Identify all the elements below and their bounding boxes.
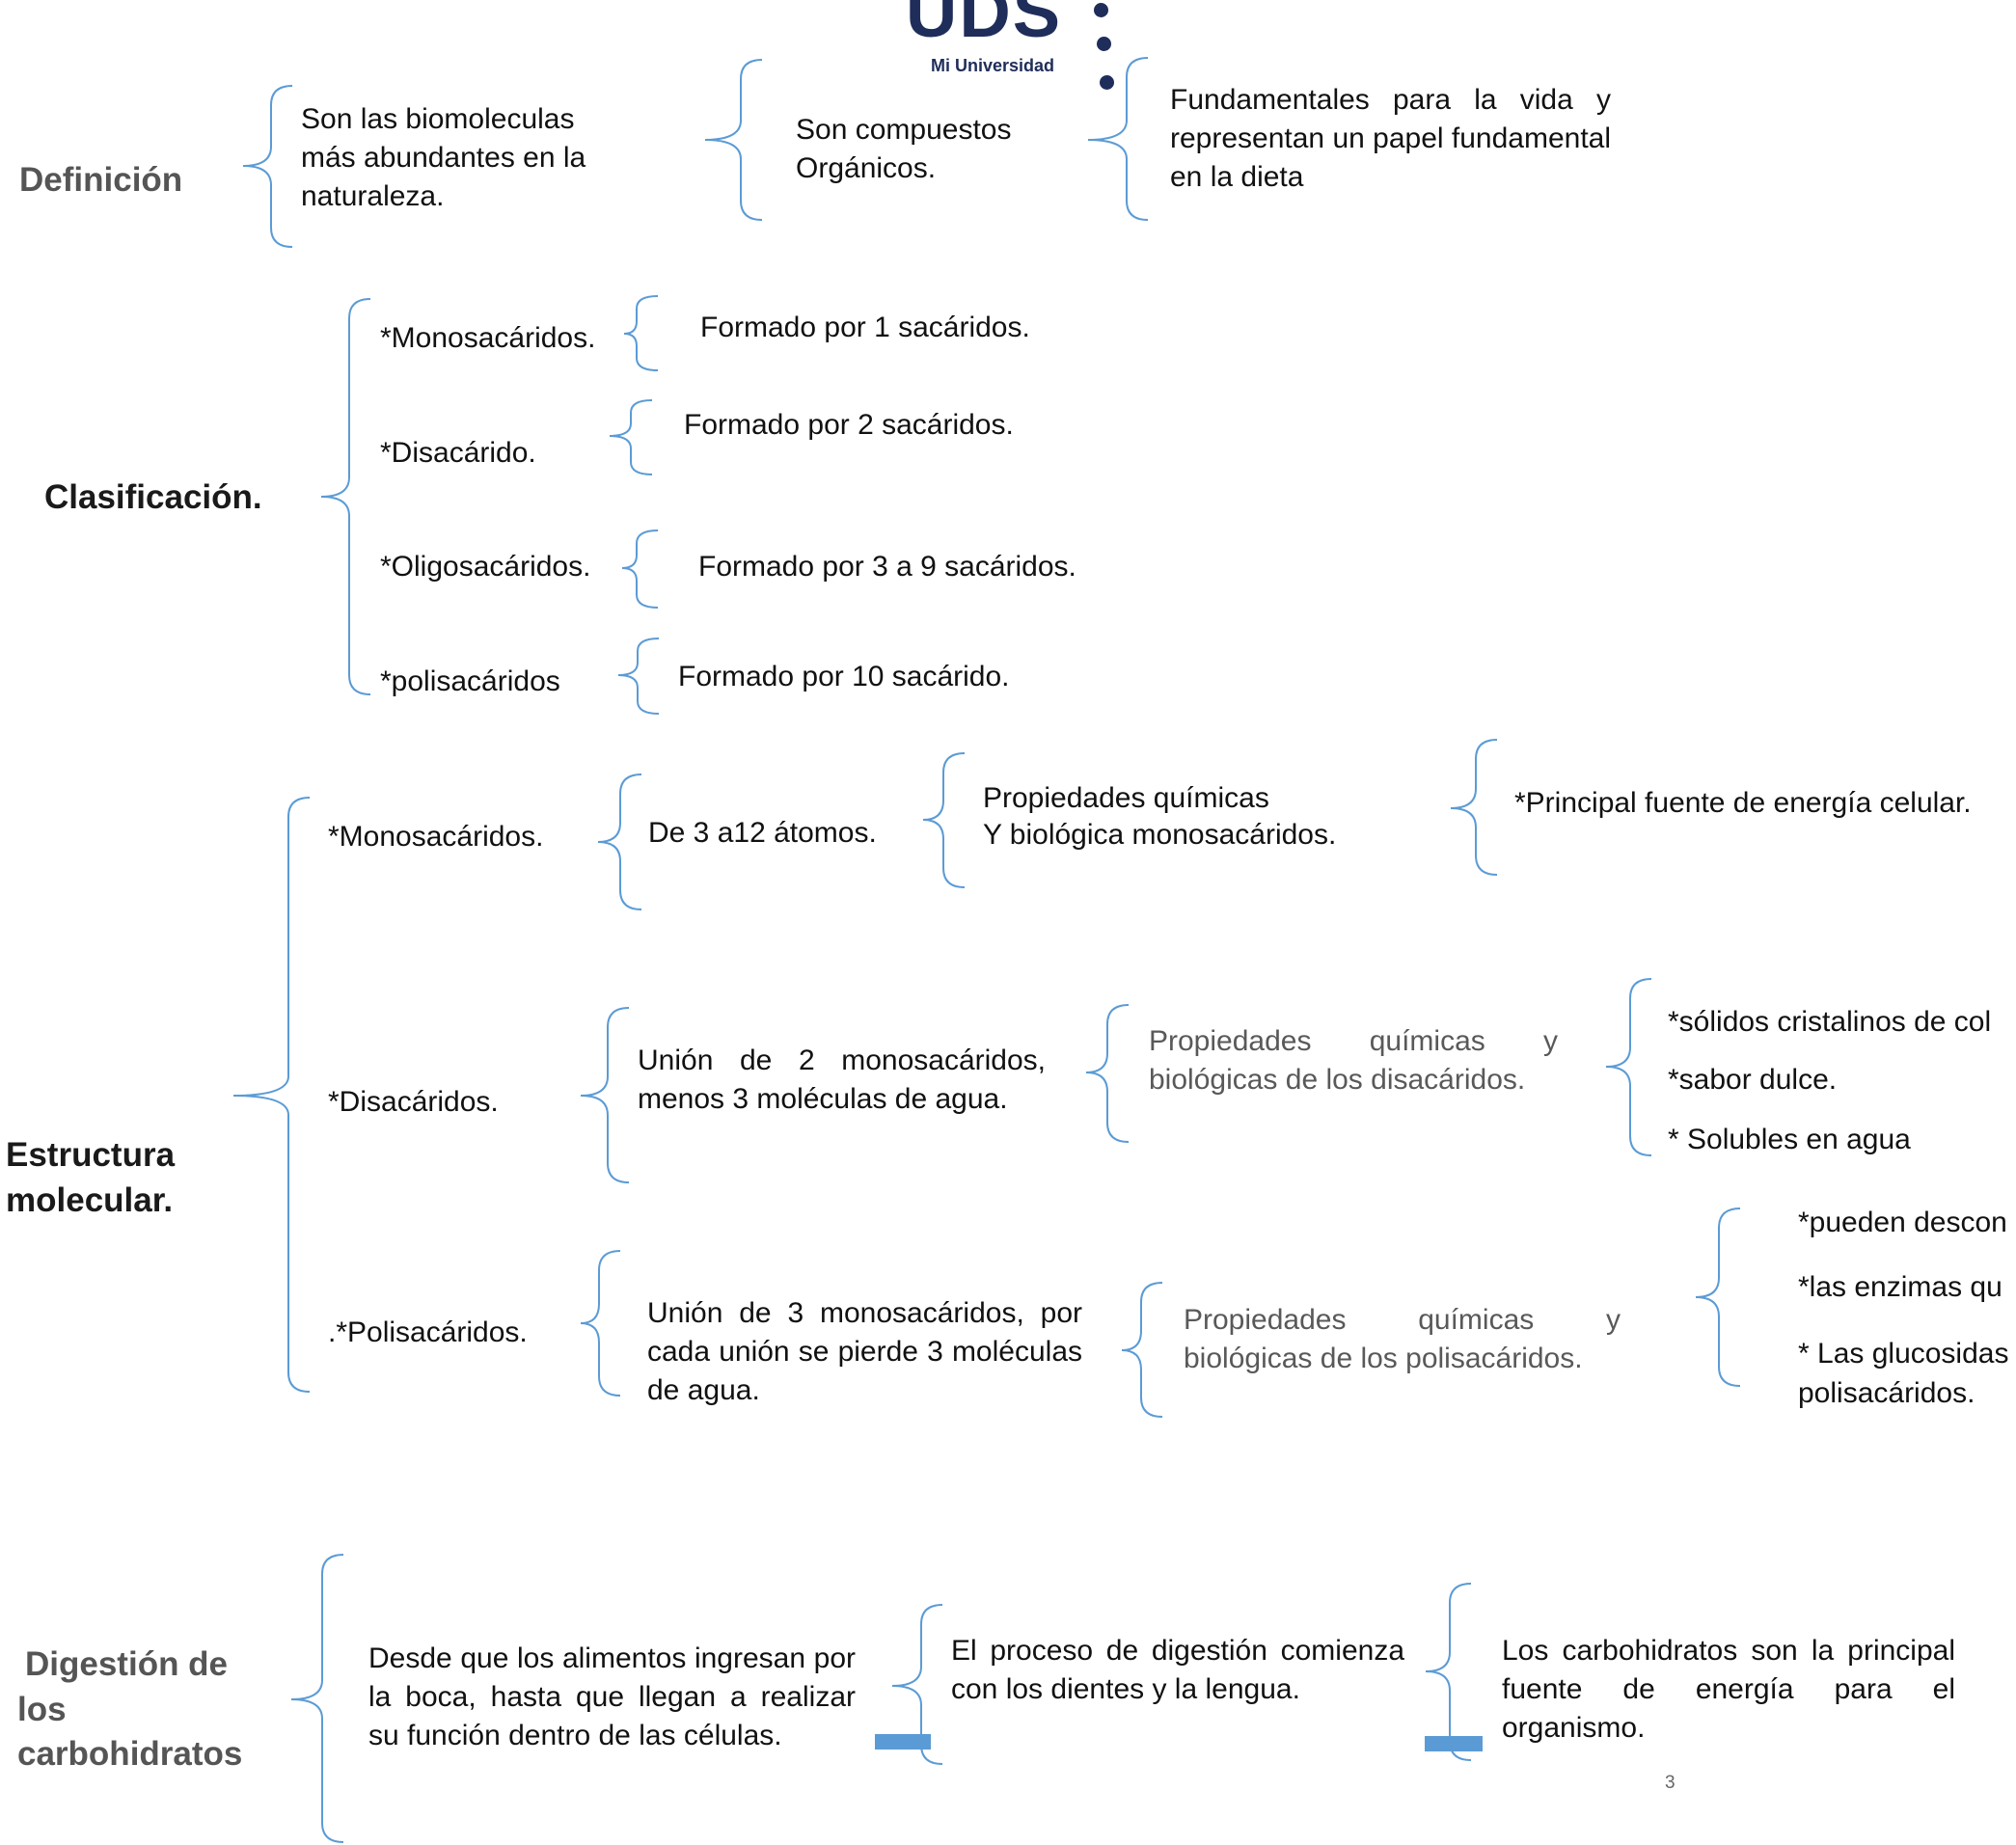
estructura-di-item-3: * Solubles en agua xyxy=(1668,1124,1911,1155)
brace-clasificacion xyxy=(320,298,371,695)
estructura-poli-item-3: * Las glucosidas xyxy=(1798,1338,2009,1370)
logo-dot-2 xyxy=(1097,37,1111,51)
estructura-mono-label: *Monosacáridos. xyxy=(328,821,544,853)
brace-clas-2 xyxy=(609,399,653,475)
brace-est-mono-prop xyxy=(922,752,966,888)
brace-est-mono xyxy=(597,773,642,910)
definicion-item-1: Son las biomoleculas más abundantes en l… xyxy=(301,103,586,212)
logo-subtitle: Mi Universidad xyxy=(931,56,1055,75)
definicion-title: Definición xyxy=(19,161,183,199)
digestion-title-3: carbohidratos xyxy=(17,1735,243,1773)
digestion-item-3: Los carbohidratos son la principal fuent… xyxy=(1502,1635,1955,1744)
brace-dig-2 xyxy=(891,1604,943,1765)
clasificacion-detail-2: Formado por 2 sacáridos. xyxy=(684,409,1014,441)
definicion-item-3: Fundamentales para la vida y representan… xyxy=(1170,84,1611,193)
estructura-poli-item-4: polisacáridos. xyxy=(1798,1377,1975,1409)
digestion-title-2: los xyxy=(17,1691,67,1728)
brace-def-3 xyxy=(1087,57,1149,221)
digestion-item-1: Desde que los alimentos ingresan por la … xyxy=(368,1642,856,1751)
brace-est-mono-item xyxy=(1450,739,1498,876)
estructura-poli-prop: Propiedades químicas y biológicas de los… xyxy=(1184,1304,1621,1374)
brace-digestion xyxy=(290,1554,344,1843)
clasificacion-detail-4: Formado por 10 sacárido. xyxy=(678,661,1010,692)
clasificacion-title: Clasificación. xyxy=(44,478,262,516)
clasificacion-label-3: *Oligosacáridos. xyxy=(380,551,591,583)
estructura-di-item-1: *sólidos cristalinos de col xyxy=(1668,1006,1992,1038)
estructura-poli-label: .*Polisacáridos. xyxy=(328,1316,528,1348)
connector-bar-1 xyxy=(875,1734,931,1750)
brace-clas-4 xyxy=(617,638,660,715)
clasificacion-detail-1: Formado por 1 sacáridos. xyxy=(700,312,1030,343)
logo-text: UDS xyxy=(905,0,1063,52)
brace-est-poli xyxy=(580,1250,621,1397)
clasificacion-detail-3: Formado por 3 a 9 sacáridos. xyxy=(698,551,1076,583)
brace-dig-3 xyxy=(1425,1583,1472,1761)
estructura-mono-prop-2: Y biológica monosacáridos. xyxy=(983,819,1337,851)
estructura-poli-item-1: *pueden descon xyxy=(1798,1207,2007,1238)
brace-clas-3 xyxy=(621,529,659,609)
logo-dot-1 xyxy=(1094,3,1108,17)
brace-est-di-prop xyxy=(1085,1004,1130,1143)
digestion-title-1: Digestión de xyxy=(25,1645,229,1683)
estructura-title: Estructura molecular. xyxy=(6,1136,176,1219)
clasificacion-label-2: *Disacárido. xyxy=(380,437,536,469)
connector-bar-2 xyxy=(1425,1736,1483,1751)
estructura-poli-item-2: *las enzimas qu xyxy=(1798,1271,2002,1303)
definicion-item-2: Son compuestos Orgánicos. xyxy=(796,114,1012,184)
page-number: 3 xyxy=(1665,1773,1675,1793)
digestion-item-2: El proceso de digestión comienza con los… xyxy=(951,1635,1404,1705)
brace-est-poli-prop xyxy=(1121,1282,1163,1418)
estructura-mono-item: *Principal fuente de energía celular. xyxy=(1514,787,1972,819)
logo-dot-3 xyxy=(1100,75,1114,90)
estructura-mono-prop-1: Propiedades químicas xyxy=(983,782,1269,814)
uds-logo: UDS Mi Universidad xyxy=(887,0,1129,96)
brace-est-poli-items xyxy=(1695,1207,1741,1387)
brace-definicion xyxy=(242,85,293,248)
estructura-mono-detail: De 3 a12 átomos. xyxy=(648,817,877,849)
brace-estructura xyxy=(232,797,311,1393)
estructura-di-detail: Unión de 2 monosacáridos, menos 3 molécu… xyxy=(638,1045,1046,1115)
clasificacion-label-1: *Monosacáridos. xyxy=(380,322,596,354)
estructura-di-item-2: *sabor dulce. xyxy=(1668,1064,1838,1096)
clasificacion-label-4: *polisacáridos xyxy=(380,665,560,697)
estructura-poli-detail: Unión de 3 monosacáridos, por cada unión… xyxy=(647,1297,1082,1406)
brace-est-di-items xyxy=(1605,978,1652,1156)
estructura-di-label: *Disacáridos. xyxy=(328,1086,499,1118)
brace-clas-1 xyxy=(623,295,659,371)
estructura-di-prop: Propiedades químicas y biológicas de los… xyxy=(1149,1025,1558,1096)
brace-est-di xyxy=(580,1007,630,1183)
brace-def-2 xyxy=(704,59,763,221)
